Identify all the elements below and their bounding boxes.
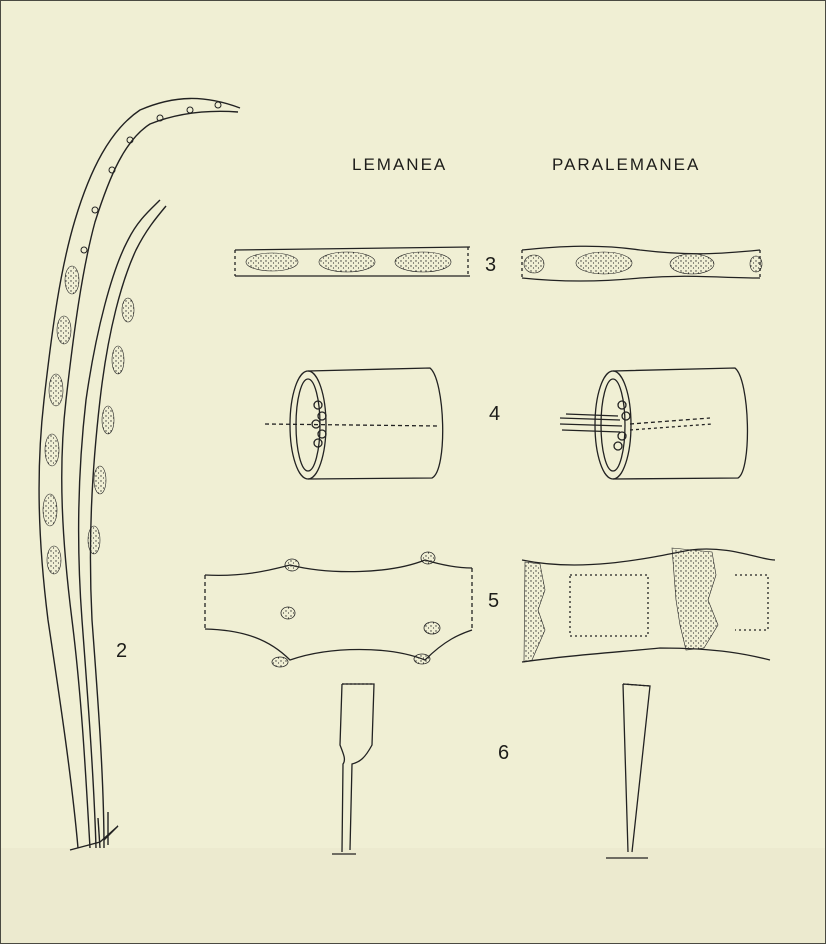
figure-3-paralemanea-segment: [522, 246, 760, 281]
figure-2-papillae: [81, 102, 221, 253]
figure-5-lemanea-segment: [205, 560, 472, 660]
figure-4-lemanea-tube: [265, 368, 443, 479]
figure-3-lemanea-stipple: [246, 252, 451, 272]
figure-number-5: 5: [488, 590, 500, 613]
figure-6-lemanea-carpospore: [332, 684, 374, 854]
figure-2-stippled-nodes: [43, 266, 134, 574]
figure-5-paralemanea-segment: [522, 549, 775, 662]
figure-number-6: 6: [498, 742, 510, 765]
figure-3-paralemanea-stipple: [524, 252, 762, 274]
header-paralemanea: PARALEMANEA: [552, 155, 700, 175]
figure-number-3: 3: [485, 254, 497, 277]
figure-2-thallus: [39, 98, 240, 850]
figure-number-2: 2: [116, 640, 128, 663]
figure-5-paralemanea-stipple: [524, 548, 718, 662]
figure-number-4: 4: [489, 403, 501, 426]
figure-4-paralemanea-tube: [560, 368, 747, 479]
header-lemanea: LEMANEA: [352, 155, 447, 175]
figure-6-paralemanea-carpospore: [606, 684, 650, 858]
